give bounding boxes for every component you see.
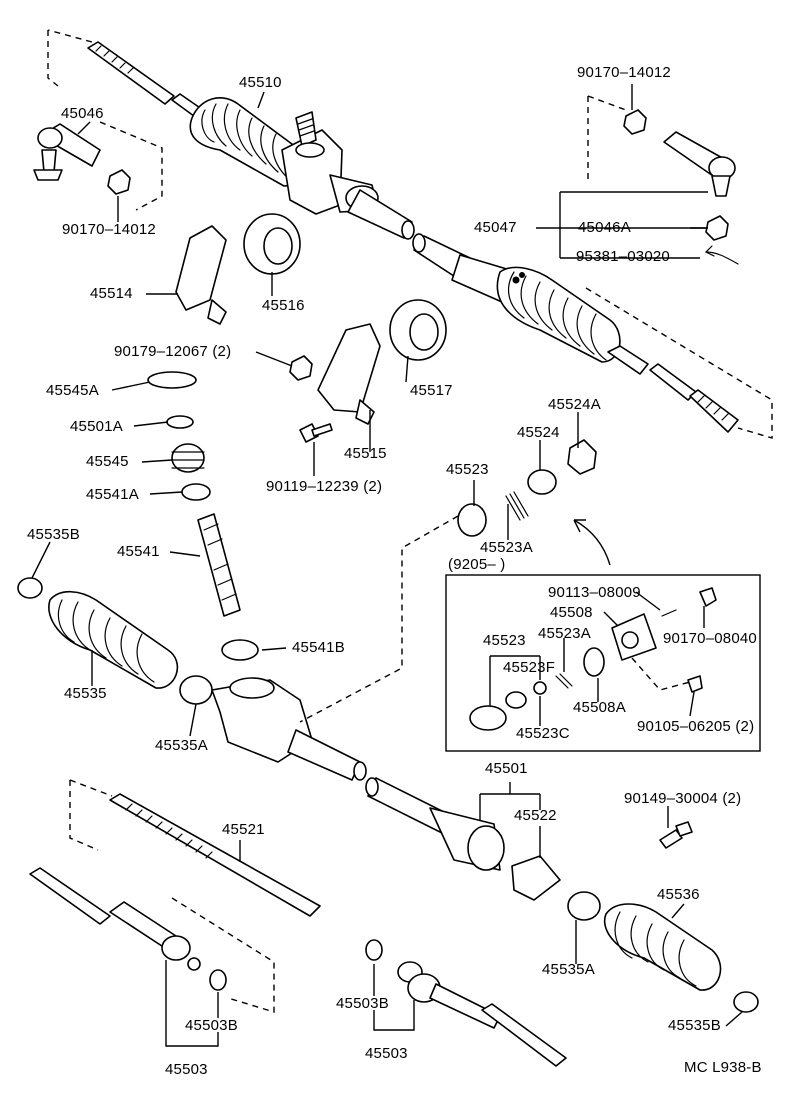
label-45541: 45541 bbox=[117, 543, 160, 560]
dashed-outline-lower-left bbox=[69, 779, 113, 851]
bolt-90149 bbox=[659, 821, 693, 849]
leader-lines bbox=[31, 84, 743, 1047]
bushing-45517 bbox=[389, 299, 447, 361]
label-45535A-right: 45535A bbox=[542, 961, 595, 978]
rack-assembly-upper bbox=[87, 41, 739, 433]
washer-45503B-mid bbox=[365, 939, 383, 961]
label-90170-14012-top: 90170–14012 bbox=[577, 64, 671, 81]
label-45522: 45522 bbox=[514, 807, 557, 824]
label-90105-06205: 90105–06205 (2) bbox=[637, 718, 755, 735]
label-45510: 45510 bbox=[239, 74, 282, 91]
cotter-pin-95381 bbox=[704, 245, 739, 265]
bracket-45515 bbox=[317, 323, 381, 425]
bellows-45536 bbox=[567, 891, 759, 1013]
nut-90170-right bbox=[623, 109, 647, 135]
label-90119-12239: 90119–12239 (2) bbox=[266, 478, 383, 495]
label-45545A: 45545A bbox=[46, 382, 99, 399]
label-45535: 45535 bbox=[64, 685, 107, 702]
label-45508A: 45508A bbox=[573, 699, 626, 716]
label-45545: 45545 bbox=[86, 453, 129, 470]
label-90170-08040: 90170–08040 bbox=[663, 630, 757, 647]
nut-45046A bbox=[705, 215, 729, 241]
label-45046: 45046 bbox=[61, 105, 104, 122]
inner-tie-rod-right bbox=[397, 961, 567, 1067]
nut-90170-left bbox=[107, 169, 131, 195]
label-45535A-left: 45535A bbox=[155, 737, 208, 754]
label-45524A: 45524A bbox=[548, 396, 601, 413]
label-90170-14012-left: 90170–14012 bbox=[62, 221, 156, 238]
bellows-45535 bbox=[17, 577, 213, 705]
label-inset-45523: 45523 bbox=[483, 632, 526, 649]
label-90149-30004: 90149–30004 (2) bbox=[624, 790, 742, 807]
label-45535B-top: 45535B bbox=[27, 526, 80, 543]
label-45047: 45047 bbox=[474, 219, 517, 236]
bracket-45047 bbox=[559, 191, 708, 259]
label-45515: 45515 bbox=[344, 445, 387, 462]
rack-housing-lower bbox=[211, 677, 505, 871]
rack-bar-45521 bbox=[109, 793, 321, 917]
label-45508: 45508 bbox=[550, 604, 593, 621]
rack-bush-45522 bbox=[511, 855, 561, 901]
label-45514: 45514 bbox=[90, 285, 133, 302]
label-45516: 45516 bbox=[262, 297, 305, 314]
label-45536: 45536 bbox=[657, 886, 700, 903]
label-inset-45523F: 45523F bbox=[503, 659, 556, 676]
dashed-outline-upper-right bbox=[585, 95, 773, 439]
bracket-45514 bbox=[175, 225, 227, 325]
rack-tube-upper bbox=[347, 189, 511, 303]
inner-tie-rod-left bbox=[29, 867, 201, 971]
label-9205: (9205– ) bbox=[448, 556, 506, 573]
dashed-outline-upper-left bbox=[47, 29, 163, 211]
label-45503B-mid: 45503B bbox=[336, 995, 389, 1012]
dashed-outline-lower-tierod bbox=[171, 897, 275, 1013]
left-tie-rod-upper bbox=[87, 41, 207, 120]
label-90179-12067: 90179–12067 (2) bbox=[114, 343, 232, 360]
bushing-45516 bbox=[243, 213, 301, 275]
label-45535B-bottom: 45535B bbox=[668, 1017, 721, 1034]
label-45046A: 45046A bbox=[578, 219, 631, 236]
pinion-parts-stack bbox=[147, 371, 259, 661]
label-inset-45523C: 45523C bbox=[516, 725, 570, 742]
label-45503-mid: 45503 bbox=[365, 1045, 408, 1062]
label-45503B-left: 45503B bbox=[185, 1017, 238, 1034]
label-90113-08009: 90113–08009 bbox=[548, 584, 641, 601]
washer-45503B-left bbox=[209, 969, 227, 991]
label-95381-03020: 95381–03020 bbox=[576, 248, 670, 265]
label-45521: 45521 bbox=[222, 821, 265, 838]
label-inset-45523A: 45523A bbox=[538, 625, 591, 642]
tie-rod-end-45046 bbox=[33, 123, 101, 181]
label-45541A: 45541A bbox=[86, 486, 139, 503]
arrow-to-inset bbox=[573, 519, 611, 566]
inset-parts bbox=[469, 587, 717, 731]
label-45523: 45523 bbox=[446, 461, 489, 478]
inset-box bbox=[445, 574, 761, 752]
label-45524: 45524 bbox=[517, 424, 560, 441]
right-tie-rod-upper bbox=[607, 345, 739, 433]
nut-90179 bbox=[289, 355, 313, 381]
label-45517: 45517 bbox=[410, 382, 453, 399]
label-45523A: 45523A bbox=[480, 539, 533, 556]
right-bellows-upper bbox=[496, 266, 621, 363]
label-45541B: 45541B bbox=[292, 639, 345, 656]
rack-guide-parts bbox=[457, 439, 597, 537]
label-45503-left: 45503 bbox=[165, 1061, 208, 1078]
bolt-90119 bbox=[299, 423, 333, 443]
label-45501: 45501 bbox=[485, 760, 528, 777]
dashed-link-to-housing bbox=[299, 515, 459, 723]
tie-rod-end-45047 bbox=[663, 131, 736, 197]
diagram-code: MC L938-B bbox=[684, 1059, 762, 1076]
label-45501A: 45501A bbox=[70, 418, 123, 435]
